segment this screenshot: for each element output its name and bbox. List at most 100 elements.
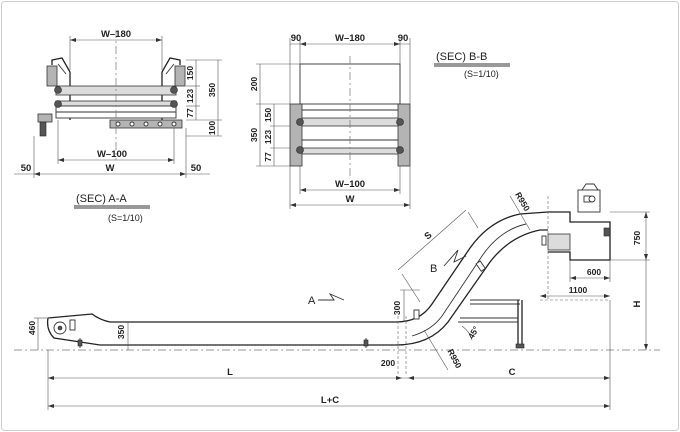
bb-dim-top: W–180 [335, 33, 365, 44]
dim-200: 200 [381, 358, 395, 368]
arrowhead [156, 38, 162, 42]
aa-dim-top: W–180 [101, 29, 131, 40]
aa-dim-right: 50 [191, 163, 202, 174]
arrowhead [58, 158, 64, 162]
arrowhead [48, 404, 54, 408]
label-s: S [422, 230, 434, 243]
dim-750: 750 [632, 231, 642, 245]
dim-460: 460 [27, 321, 37, 335]
r950-bot-leader [423, 329, 449, 371]
arrowhead [644, 254, 648, 260]
dim-r950-bot: R950 [445, 347, 463, 370]
arrowhead [644, 212, 648, 218]
bb-left-post [289, 103, 303, 167]
section-b-arrow [443, 249, 467, 267]
incline-belt [411, 223, 527, 337]
arrowhead [408, 376, 414, 380]
bb-dim-top-left: 90 [291, 33, 302, 44]
motor-cap [581, 183, 599, 191]
incline-top [395, 211, 549, 323]
arrowhead [394, 42, 400, 46]
bb-roller [396, 118, 404, 126]
bb-dim-123: 123 [263, 130, 273, 144]
section-a-arrow [318, 292, 345, 301]
bb-dim-77: 77 [263, 152, 273, 162]
aa-dim-350: 350 [207, 83, 217, 97]
aa-dim-77: 77 [185, 108, 195, 118]
arrowhead [394, 188, 400, 192]
arrowhead [180, 172, 186, 176]
head-plate [547, 233, 571, 251]
aa-left-plate [46, 65, 58, 87]
mid-foot [363, 339, 369, 347]
aa-bolt-hole [129, 121, 135, 127]
dim-r950-top: R950 [513, 190, 532, 213]
tail-pulley-hub [57, 325, 63, 331]
bb-roller [296, 146, 304, 154]
head-box [548, 211, 611, 261]
bb-dim-200: 200 [249, 77, 259, 91]
aa-bolt-hole [115, 121, 121, 127]
dim-c: C [509, 367, 516, 378]
dim-l: L [227, 367, 233, 378]
aa-roller [54, 86, 62, 94]
incline-marker [413, 309, 420, 320]
dim-s-ext [467, 211, 479, 229]
arrowhead [396, 376, 402, 380]
bb-title: (SEC) B-B [436, 51, 487, 63]
incline-bottom [395, 229, 548, 346]
arrowhead [604, 404, 610, 408]
aa-wall-bevel [57, 63, 175, 75]
dim-1100: 1100 [569, 285, 588, 295]
head-bearing [603, 227, 611, 237]
arrowhead [48, 376, 54, 380]
arrowhead [34, 172, 40, 176]
arrowhead [570, 276, 576, 280]
dim-s-ext [401, 273, 421, 303]
aa-left-bracket [37, 113, 53, 123]
head-marker [541, 235, 547, 246]
aa-dim-w: W [106, 163, 115, 174]
aa-scale: (S=1/10) [108, 213, 143, 223]
aa-title: (SEC) A-A [76, 193, 127, 205]
tail-top [47, 313, 396, 323]
aa-bolt-hole [171, 121, 177, 127]
arrowhead [404, 203, 410, 207]
arrowhead [300, 42, 306, 46]
tail-foot [77, 339, 83, 347]
side-view: S B A R950 R950 45° 460 350 300 200 [14, 183, 660, 410]
aa-bolt-hole [143, 121, 149, 127]
bb-scale: (S=1/10) [464, 69, 499, 79]
dim-350: 350 [116, 325, 126, 339]
motor-shaft [588, 195, 596, 203]
bb-dim-inner: W–100 [335, 179, 365, 190]
arrowhead [70, 38, 76, 42]
aa-dim-left: 50 [21, 163, 32, 174]
r950-top-leader [509, 195, 531, 231]
bb-right-post [397, 103, 411, 167]
dim-600: 600 [587, 267, 601, 277]
arrowhead [540, 294, 546, 298]
aa-bolt-hole [157, 121, 163, 127]
arrowhead [290, 203, 296, 207]
aa-dim-123: 123 [185, 89, 195, 103]
dim-lc: L+C [321, 395, 339, 406]
aa-roller [170, 86, 178, 94]
aa-dim-100: 100 [207, 121, 217, 135]
bb-dim-w: W [346, 194, 355, 205]
arrowhead [300, 188, 306, 192]
section-aa: W–180 W–100 W 50 50 150 123 77 350 100 ( [14, 29, 222, 223]
bb-dim-350: 350 [249, 128, 259, 142]
dim-h: H [632, 300, 643, 307]
aa-dim-inner: W–100 [97, 149, 127, 160]
angle-arc [461, 325, 473, 341]
dim-s-line [397, 209, 467, 271]
label-a: A [308, 295, 316, 307]
arrowhead [604, 276, 610, 280]
bb-dim-top-right: 90 [398, 33, 409, 44]
stand-foot [515, 343, 525, 349]
arrowhead [168, 158, 174, 162]
bb-roller [396, 146, 404, 154]
